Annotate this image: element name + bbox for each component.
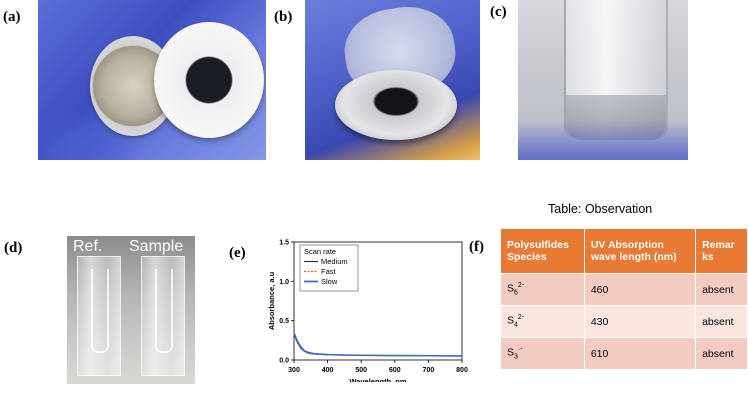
panel-label-f: (f) (469, 239, 484, 255)
y-tick-label: 0.5 (279, 318, 289, 325)
glove (518, 120, 688, 160)
cell-casing (154, 22, 264, 138)
legend-box (299, 244, 359, 292)
vial-photo (518, 0, 688, 160)
observation-table: Polysulfides Species UV Absorption wave … (500, 228, 748, 370)
header-wavelength: UV Absorption wave length (nm) (583, 228, 697, 274)
ref-label: Ref. (73, 238, 103, 255)
reference-cuvette (77, 256, 121, 376)
panel-label-b: (b) (274, 9, 293, 25)
header-species: Polysulfides Species (500, 228, 585, 274)
x-tick-label: 300 (288, 367, 300, 374)
table-header-row: Polysulfides Species UV Absorption wave … (500, 228, 748, 274)
species-cell: S62- (500, 273, 585, 306)
cell-cup (335, 70, 457, 140)
species-cell: S3·- (500, 337, 585, 370)
opened-cell-photo (305, 0, 480, 160)
header-remarks: Remar ks (695, 228, 748, 274)
wavelength-cell: 610 (583, 337, 697, 370)
panel-label-a: (a) (3, 9, 21, 25)
x-tick-label: 600 (389, 367, 401, 374)
y-axis-label: Absorbance, a.u (267, 271, 276, 330)
series-line-slow (293, 332, 463, 357)
x-tick-label: 500 (355, 367, 367, 374)
x-tick-label: 700 (423, 367, 435, 374)
series-line-fast (293, 333, 463, 357)
legend-title: Scan rate (304, 247, 336, 256)
remarks-cell: absent (695, 305, 748, 338)
table-row: S62- 460 absent (500, 273, 748, 306)
legend-entry: Fast (321, 267, 337, 276)
table-row: S3·- 610 absent (500, 337, 748, 370)
sample-label: Sample (129, 238, 184, 255)
species-cell: S42- (500, 305, 585, 338)
legend-entry: Slow (321, 277, 338, 286)
y-tick-label: 0.0 (279, 358, 289, 365)
sample-cuvette (141, 256, 185, 376)
remarks-cell: absent (695, 337, 748, 370)
x-tick-label: 400 (322, 367, 334, 374)
x-axis-label: Wavelength, nm (349, 377, 407, 382)
table-row: S42- 430 absent (500, 305, 748, 338)
plot-frame (293, 241, 463, 361)
panel-label-e: (e) (229, 245, 246, 261)
series-line-medium (293, 333, 463, 357)
y-tick-label: 1.0 (279, 279, 289, 286)
cuvette-photo: Ref. Sample (67, 236, 195, 384)
legend-entry: Medium (321, 257, 348, 266)
panel-label-c: (c) (490, 4, 507, 20)
coin-cell-photo (38, 0, 266, 160)
wavelength-cell: 460 (583, 273, 697, 306)
remarks-cell: absent (695, 273, 748, 306)
table-title: Table: Observation (548, 202, 653, 216)
absorbance-chart: 300 400 500 600 700 800 0.0 0.5 1.0 1.5Wavelength… (267, 240, 468, 383)
wavelength-cell: 430 (583, 305, 697, 338)
panel-label-d: (d) (4, 240, 23, 256)
x-tick-label: 800 (456, 367, 468, 374)
y-tick-label: 1.5 (279, 240, 289, 247)
